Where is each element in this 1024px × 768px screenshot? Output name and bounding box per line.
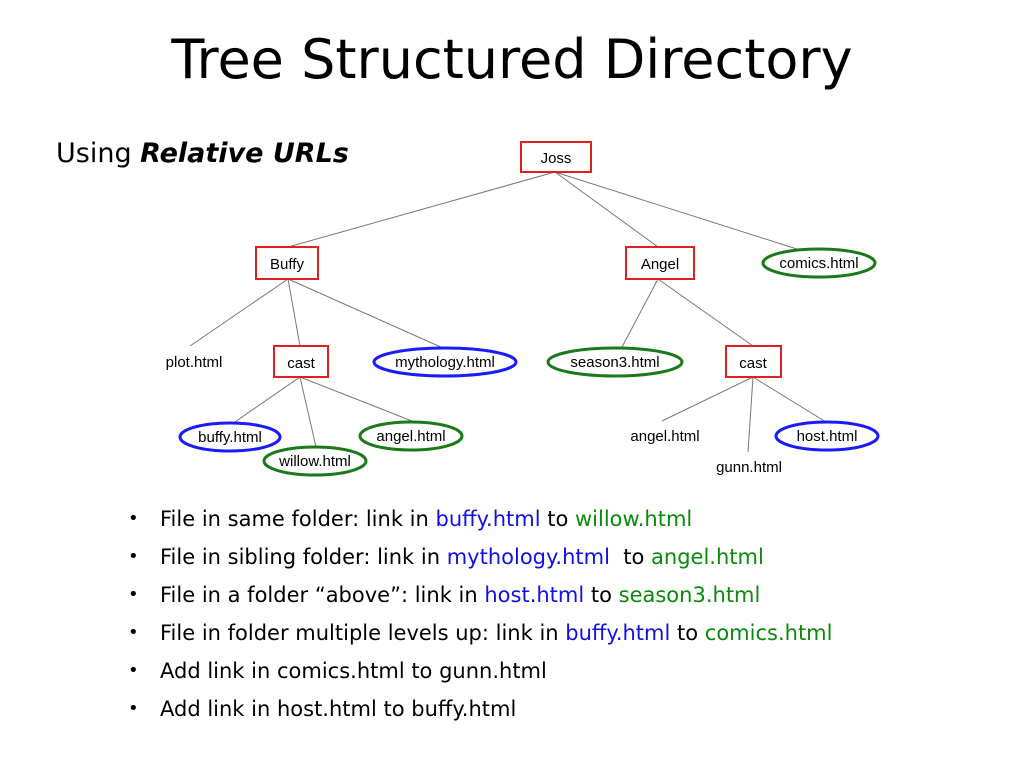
folder-buffy: Buffy xyxy=(255,246,319,280)
folder-joss: Joss xyxy=(520,141,592,173)
subtitle-emphasis: Relative URLs xyxy=(140,138,349,169)
edge-joss-buffy xyxy=(287,171,556,248)
edge-joss-angel xyxy=(554,171,659,248)
folder-joss-label: Joss xyxy=(541,150,572,167)
bullet-item-5: • Add link in comics.html to gunn.html xyxy=(124,652,832,690)
bullet-text: File in a folder “above”: link in xyxy=(160,583,485,607)
bullet-text: File in sibling folder: link in xyxy=(160,545,447,569)
slide-title: Tree Structured Directory xyxy=(171,28,853,91)
file-gunn-label: gunn.html xyxy=(716,459,782,476)
bullet-text: File in same folder: link in xyxy=(160,507,436,531)
file-season3-label: season3.html xyxy=(570,354,659,371)
file-willow: willow.html xyxy=(262,445,368,477)
file-plot-label: plot.html xyxy=(166,354,223,371)
bullet-dot: • xyxy=(128,584,139,605)
subtitle-prefix: Using xyxy=(56,138,141,169)
bullet-text: Add link in host.html to buffy.html xyxy=(160,697,517,721)
bullet-source-file: host.html xyxy=(484,583,585,607)
bullet-text: to xyxy=(540,507,575,531)
edge-angelcast-gunn xyxy=(747,376,754,453)
bullet-text: to xyxy=(609,545,652,569)
bullet-dot: • xyxy=(128,508,139,529)
subtitle: Using Relative URLs xyxy=(56,138,349,170)
bullet-dot: • xyxy=(128,622,139,643)
bullet-target-file: comics.html xyxy=(704,621,833,645)
file-buffy-label: buffy.html xyxy=(198,429,262,446)
folder-angel-cast: cast xyxy=(725,345,782,378)
file-buffy: buffy.html xyxy=(178,421,282,453)
bullet-item-1: • File in same folder: link in buffy.html… xyxy=(124,500,832,538)
edge-buffycast-buffyfile xyxy=(231,376,301,425)
edge-buffy-cast xyxy=(287,278,301,347)
directory-tree: Joss Buffy Angel cast cast comics.html m… xyxy=(166,141,880,477)
bullet-dot: • xyxy=(128,698,139,719)
edge-angelcast-angelfile xyxy=(661,376,754,422)
edge-joss-comics xyxy=(554,171,801,251)
edge-angelcast-host xyxy=(752,376,827,423)
bullet-item-2: • File in sibling folder: link in mytholo… xyxy=(124,538,832,576)
bullet-target-file: willow.html xyxy=(574,507,693,531)
bullet-item-4: • File in folder multiple levels up: link… xyxy=(124,614,832,652)
edge-angel-season3 xyxy=(621,278,659,348)
tree-edges xyxy=(189,171,827,453)
file-comics-label: comics.html xyxy=(779,255,858,272)
bullet-source-file: buffy.html xyxy=(435,507,541,531)
bullet-item-6: • Add link in host.html to buffy.html xyxy=(124,690,832,728)
file-host-label: host.html xyxy=(797,428,858,445)
bullet-target-file: angel.html xyxy=(651,545,764,569)
edge-angel-cast xyxy=(657,278,754,347)
file-comics: comics.html xyxy=(761,247,877,279)
file-host: host.html xyxy=(774,420,880,452)
bullet-list: • File in same folder: link in buffy.html… xyxy=(124,500,832,728)
edge-buffy-plot xyxy=(189,278,289,347)
bullet-source-file: buffy.html xyxy=(565,621,671,645)
bullet-item-3: • File in a folder “above”: link in host.… xyxy=(124,576,832,614)
edge-buffycast-angelfile xyxy=(299,376,413,422)
file-mythology-label: mythology.html xyxy=(395,354,495,371)
file-willow-label: willow.html xyxy=(278,453,351,470)
bullet-text: to xyxy=(584,583,619,607)
file-mythology: mythology.html xyxy=(372,346,518,378)
file-angel-buffy: angel.html xyxy=(358,420,464,452)
bullet-text: to xyxy=(670,621,705,645)
bullet-dot: • xyxy=(128,660,139,681)
folder-angel-label: Angel xyxy=(641,256,679,273)
bullet-source-file: mythology.html xyxy=(446,545,610,569)
edge-buffycast-willow xyxy=(299,376,317,448)
file-angel-buffy-label: angel.html xyxy=(376,428,445,445)
edge-buffy-mythology xyxy=(287,278,444,349)
bullet-dot: • xyxy=(128,546,139,567)
folder-angel-cast-label: cast xyxy=(739,355,767,372)
file-angel-angel-label: angel.html xyxy=(630,428,699,445)
file-season3: season3.html xyxy=(546,346,684,378)
folder-buffy-label: Buffy xyxy=(270,256,304,273)
folder-angel: Angel xyxy=(625,246,695,280)
bullet-target-file: season3.html xyxy=(618,583,761,607)
bullet-text: File in folder multiple levels up: link … xyxy=(160,621,566,645)
bullet-text: Add link in comics.html to gunn.html xyxy=(160,659,547,683)
folder-buffy-cast-label: cast xyxy=(287,355,315,372)
folder-buffy-cast: cast xyxy=(273,345,329,378)
